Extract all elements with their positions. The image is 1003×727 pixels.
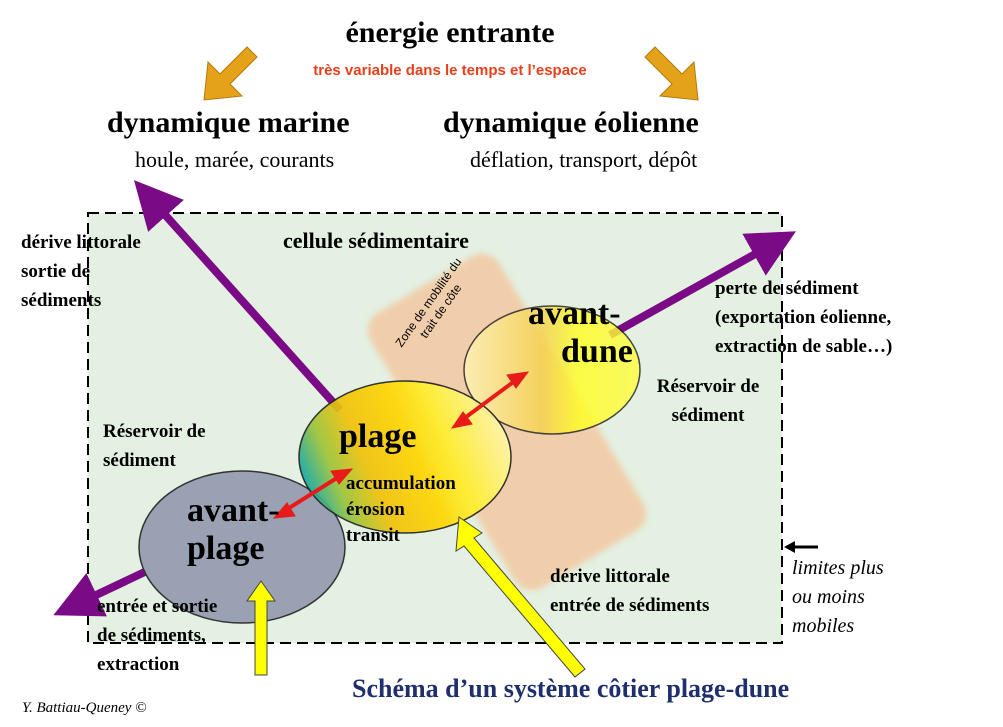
right-loss-label: perte de sédiment (exportation éolienne,… (715, 274, 995, 361)
reservoir-right-line: sédiment (671, 405, 745, 426)
orange-arrow-left-icon (203, 46, 258, 101)
avant-dune-ellipse (463, 305, 641, 435)
mobility-zone-label: Zone de mobilité du trait de côte (365, 255, 505, 349)
bottom-drift-label: dérive littorale entrée de sédiments (550, 562, 770, 620)
avant-plage-ellipse (138, 470, 346, 624)
bottom-drift-line: entrée de sédiments (550, 595, 710, 616)
avant-dune-line: avant- (528, 295, 621, 332)
left-drift-line: sédiments (21, 290, 102, 311)
energy-title: énergie entrante (345, 16, 555, 49)
reservoir-right-label: Réservoir de sédiment (638, 372, 778, 430)
plage-processes: accumulation érosion transit (346, 471, 496, 549)
reservoir-left-label: Réservoir de sédiment (103, 417, 263, 475)
limits-note: limites plus ou moins mobiles (792, 554, 932, 641)
bottom-drift-line: dérive littorale (550, 566, 670, 587)
purple-arrow-icon (133, 180, 343, 413)
avant-plage-line: plage (187, 530, 265, 567)
marine-title: dynamique marine (107, 106, 350, 139)
limits-note-line: ou moins (792, 586, 865, 608)
plage-process-item: accumulation (346, 473, 456, 494)
purple-arrow-icon (608, 231, 796, 339)
cell-label: cellule sédimentaire (283, 228, 469, 253)
entry-exit-line: de sédiments, (97, 625, 206, 646)
eolian-subtitle: déflation, transport, dépôt (470, 147, 698, 172)
energy-subtitle: très variable dans le temps et l’espace (313, 62, 587, 79)
plage-label: plage (339, 418, 417, 455)
caption: Schéma d’un système côtier plage-dune (352, 674, 790, 703)
right-loss-line: extraction de sable…) (715, 336, 893, 357)
plage-process-item: érosion (346, 499, 405, 520)
copyright: Y. Battiau-Queney © (22, 700, 147, 716)
entry-exit-line: extraction (97, 654, 180, 675)
avant-dune-label: avant- dune (528, 295, 648, 371)
red-double-arrow-icon (272, 468, 354, 519)
entry-exit-line: entrée et sortie (97, 596, 218, 617)
left-drift-line: sortie de (21, 261, 91, 282)
plage-process-item: transit (346, 525, 400, 546)
yellow-arrow-icon (455, 516, 586, 678)
left-drift-label: dérive littorale sortie de sédiments (21, 228, 191, 315)
entry-exit-label: entrée et sortie de sédiments, extractio… (97, 592, 267, 679)
right-loss-line: (exportation éolienne, (715, 307, 892, 328)
limits-note-line: mobiles (792, 615, 855, 637)
right-loss-line: perte de sédiment (715, 278, 859, 299)
reservoir-left-line: sédiment (103, 450, 176, 471)
left-drift-line: dérive littorale (21, 232, 141, 253)
limits-note-line: limites plus (792, 557, 884, 579)
marine-subtitle: houle, marée, courants (135, 147, 335, 172)
orange-arrow-right-icon (644, 46, 699, 101)
red-double-arrow-icon (450, 371, 530, 429)
eolian-title: dynamique éolienne (443, 106, 699, 139)
avant-dune-line: dune (561, 333, 633, 370)
reservoir-left-line: Réservoir de (103, 421, 206, 442)
reservoir-right-line: Réservoir de (656, 376, 760, 397)
avant-plage-label: avant- plage (187, 492, 307, 568)
small-left-arrow-icon (784, 541, 818, 553)
avant-plage-line: avant- (187, 492, 280, 529)
yellow-arrow-icon (246, 580, 276, 676)
